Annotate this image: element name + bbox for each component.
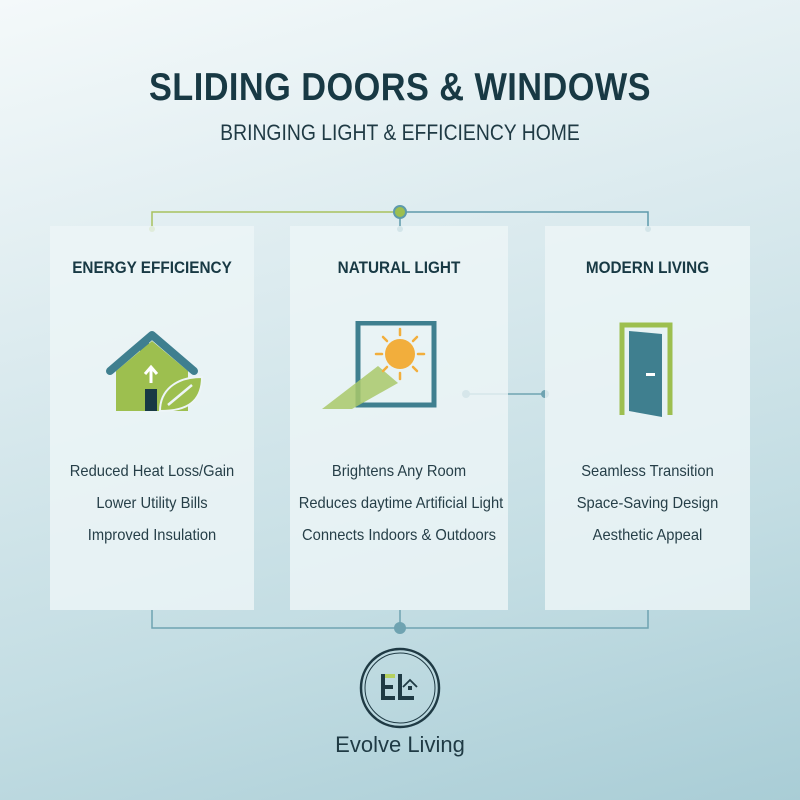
card-modern-living: MODERN LIVING Seamless Transition Space-…	[545, 226, 750, 610]
window-sun-icon	[290, 320, 508, 421]
page-title: SLIDING DOORS & WINDOWS	[148, 66, 652, 109]
feature-item: Seamless Transition	[581, 463, 714, 480]
card-title: MODERN LIVING	[585, 258, 710, 277]
feature-list: Reduced Heat Loss/Gain Lower Utility Bil…	[50, 456, 254, 552]
house-leaf-icon	[50, 321, 254, 421]
open-door-icon	[545, 321, 750, 421]
card-title: ENERGY EFFICIENCY	[72, 258, 232, 277]
feature-item: Reduced Heat Loss/Gain	[69, 463, 235, 480]
feature-item: Lower Utility Bills	[96, 495, 208, 512]
card-energy-efficiency: ENERGY EFFICIENCY Reduced Heat Loss/Gain…	[50, 226, 254, 610]
page-subtitle: BRINGING LIGHT & EFFICIENCY HOME	[220, 120, 580, 145]
card-natural-light: NATURAL LIGHT Brightens Any Room Reduces…	[290, 226, 508, 610]
feature-item: Brightens Any Room	[331, 463, 467, 480]
feature-item: Connects Indoors & Outdoors	[302, 527, 496, 544]
feature-item: Space-Saving Design	[576, 495, 719, 512]
feature-list: Seamless Transition Space-Saving Design …	[545, 456, 750, 552]
brand-logo	[359, 647, 441, 729]
card-title: NATURAL LIGHT	[337, 258, 461, 277]
feature-list: Brightens Any Room Reduces daytime Artif…	[290, 456, 508, 552]
feature-item: Improved Insulation	[87, 527, 217, 544]
brand-name: Evolve Living	[335, 732, 465, 757]
feature-item: Aesthetic Appeal	[592, 527, 703, 544]
feature-item: Reduces daytime Artificial Light	[298, 495, 504, 512]
